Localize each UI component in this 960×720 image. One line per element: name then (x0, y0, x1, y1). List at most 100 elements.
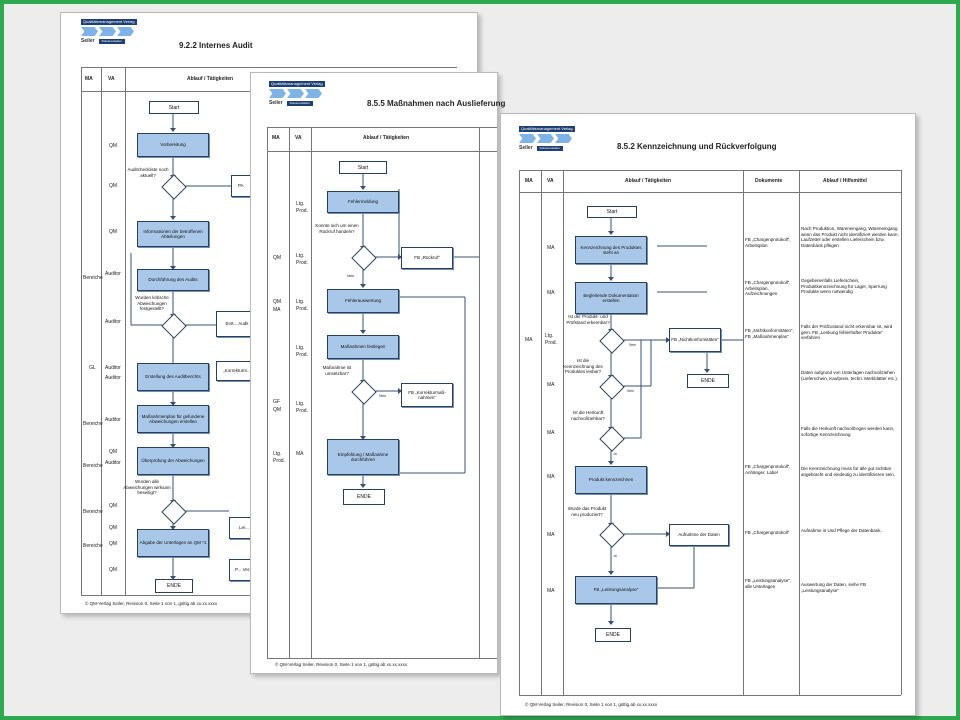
end-node: ENDE (595, 628, 631, 642)
role-va: MA (547, 290, 555, 296)
logo-publisher: Qualitätsmanagement Verlag (269, 81, 325, 87)
end-node: ENDE (343, 489, 385, 505)
role-va: QM (109, 503, 118, 509)
role-ma: GL (89, 365, 96, 371)
page-footer: © QM-Verlag Seiler, Revision 0, Seite 1 … (85, 601, 218, 606)
logo-seiler: Seiler (519, 145, 533, 151)
label-ja: Ja (613, 452, 617, 456)
role-ma: Bereiche (83, 509, 103, 515)
role-ma: Bereiche (83, 463, 103, 469)
header-aids: Ablauf / Hilfsmittel (823, 178, 867, 184)
logo-doc: Dokumentation (536, 145, 563, 151)
header-documents: Dokumente (755, 178, 783, 184)
role-ma: GF (273, 399, 280, 405)
role-va: Auditor (105, 365, 121, 371)
flow-step: Empfehlung / Maßnahme durchführen (327, 439, 399, 475)
role-ma: Bereiche (83, 275, 103, 281)
aid-cell: Daten aufgrund von Unterlagen nachvollzi… (801, 370, 899, 381)
role-va: Auditor (105, 417, 121, 423)
aid-cell: Gegebenenfalls Lieferschein, Produktkenn… (801, 278, 887, 294)
document-cell: FB „Chargenprotokoll“, Anhänger, Label (745, 464, 791, 475)
header-ma: MA (272, 135, 280, 141)
flow-question: Konnte sich um einen Rückruf handeln? (315, 223, 359, 234)
aid-cell: Nach Produktion, Wareneingang, Wareneing… (801, 226, 899, 248)
role-ma: Prod. (273, 458, 285, 464)
label-ja: Ja (613, 554, 617, 558)
role-ma: Bereiche (83, 421, 103, 427)
role-va: Prod. (296, 352, 308, 358)
flow-question: Ist die Kennzeichnung des Produktes lesb… (563, 358, 603, 374)
role-va: Ltg. (296, 201, 305, 207)
page-footer: © QM-Verlag Seiler, Revision 0, Seite 1 … (275, 662, 408, 667)
side-box: FB „Korrekturmaß-nahmen“ (401, 383, 453, 407)
header-process: Ablauf / Tätigkeiten (187, 76, 234, 82)
document-cell: FB „Chargenprotokoll“ (745, 530, 790, 535)
page-footer: © QM-Verlag Seiler, Revision 0, Seite 1 … (525, 702, 658, 707)
role-va: Prod. (545, 340, 557, 346)
role-va: Prod. (296, 260, 308, 266)
role-va: Prod. (296, 306, 308, 312)
header-process: Ablauf / Tätigkeiten (625, 178, 672, 184)
role-va: Ltg. (296, 299, 305, 305)
role-va: QM (109, 183, 118, 189)
role-va: QM (109, 229, 118, 235)
page-title: 8.5.2 Kennzeichnung und Rückverfolgung (617, 142, 777, 151)
role-va: QM (109, 143, 118, 149)
role-ma: QM (273, 255, 282, 261)
role-va: MA (547, 382, 555, 388)
logo-publisher: Qualitätsmanagement Verlag (519, 126, 575, 132)
document-cell: FB „Nichtkonformitäten“, FB „Maßnahmenpl… (745, 328, 794, 339)
flow-question: Wurden kritische Abweichungen festgestel… (135, 295, 169, 311)
flow-step: Durchführung des Audits (137, 269, 209, 291)
document-cell: FB „Chargenprotokoll“, Arbeitsplan (745, 237, 791, 248)
role-va: Auditor (105, 375, 121, 381)
role-va: Ltg. (296, 401, 305, 407)
role-ma: QM (273, 407, 282, 413)
logo-publisher: Qualitätsmanagement Verlag (81, 19, 137, 25)
label-nein: Nein (379, 394, 387, 398)
logo-seiler: Seiler (269, 100, 283, 106)
page-title: 9.2.2 Internes Audit (179, 41, 253, 50)
document-cell: FB „Chargenprotokoll“, Arbeitsplan, Aufz… (745, 280, 791, 296)
flow-step: Maßnahmen festlegen (327, 335, 399, 359)
start-node: Start (587, 206, 637, 218)
flow-question: Wurden alle Abweichungen wirksam beseiti… (123, 479, 171, 495)
flow-question: Ist der Produkt- und Prüfstand erkennbar… (566, 314, 610, 325)
logo-doc: Dokumentation (98, 38, 125, 44)
start-node: Start (339, 161, 387, 174)
header-va: VA (108, 76, 115, 82)
flow-question: Ist die Herkunft nachvollziehbar? (571, 410, 605, 421)
header-va: VA (547, 178, 554, 184)
start-node: Start (149, 101, 199, 114)
role-ma: Bereiche (83, 543, 103, 549)
role-va: MA (547, 430, 555, 436)
role-va: QM (109, 525, 118, 531)
side-box: „Korrekturm... (216, 361, 258, 381)
role-va: Prod. (296, 408, 308, 414)
role-ma: QM (273, 299, 282, 305)
document-cell: FB „Leistungsanalyse“, alle Unterlagen (745, 578, 792, 589)
flow-step: Maßnahmenplan für gefundene Abweichungen… (137, 405, 209, 433)
role-va: MA (547, 245, 555, 251)
flow-step: Vorbereitung (137, 133, 209, 157)
label-nein: Nein (347, 274, 355, 278)
header-va: VA (295, 135, 302, 141)
flow-step: FB „Leistungsanalyse“ (575, 576, 657, 604)
side-box: FB „Nichtkonformitäten“ (669, 328, 721, 352)
aid-cell: Falls die Herkunft nachvollzogen werden … (801, 426, 895, 437)
label-nein: Nein (627, 389, 635, 393)
role-va: Prod. (296, 208, 308, 214)
role-va: Auditor (105, 271, 121, 277)
flow-step: Überprüfung der Abweichungen (137, 447, 209, 475)
flow-step: Abgabe der Unterlagen an QM *1 (137, 529, 209, 557)
aid-cell: Aufnahme in Und Pflege der Datenbank. (801, 528, 882, 533)
end-node: ENDE (687, 374, 729, 388)
aid-cell: Auswertung der Daten, siehe FB „Leistung… (801, 582, 867, 593)
flow-step: Erstellung des Auditberichts (137, 363, 209, 391)
role-ma: Ltg. (273, 451, 282, 457)
